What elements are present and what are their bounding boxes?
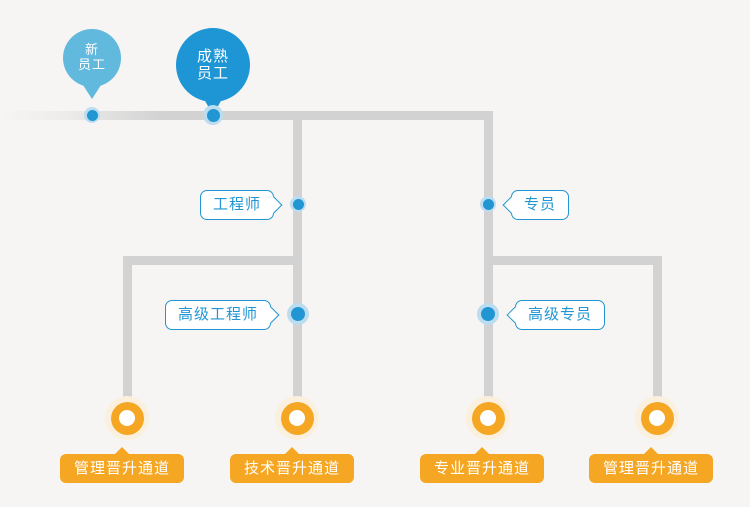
node-dot-senior-engineer[interactable] xyxy=(287,303,309,325)
callout-tail-icon xyxy=(262,306,280,324)
ring-hole xyxy=(649,410,665,426)
channel-pill-label: 专业晋升通道 xyxy=(434,460,531,477)
ring-hole xyxy=(289,410,305,426)
node-dot-core xyxy=(292,198,304,210)
node-dot-engineer[interactable] xyxy=(290,196,306,212)
channel-pill-label: 技术晋升通道 xyxy=(244,460,341,477)
branch-vertical-mgmt-right xyxy=(653,256,662,418)
channel-pill-label: 管理晋升通道 xyxy=(603,460,700,477)
node-dot-new-employee[interactable] xyxy=(84,107,100,123)
role-tag-engineer-label: 工程师 xyxy=(213,196,262,213)
stage-label-new-employee: 新 员工 xyxy=(77,42,106,72)
node-dot-core xyxy=(86,109,98,121)
channel-pill-mgmt-left[interactable]: 管理晋升通道 xyxy=(60,454,185,483)
role-tag-specialist[interactable]: 专员 xyxy=(502,190,570,220)
timeline-top-horizontal xyxy=(0,111,297,120)
node-dot-mature-employee[interactable] xyxy=(203,105,223,125)
role-tag-senior-specialist[interactable]: 高级专员 xyxy=(506,300,606,330)
channel-pill-mgmt-right[interactable]: 管理晋升通道 xyxy=(589,454,714,483)
stage-label-mature-employee: 成熟 员工 xyxy=(196,47,229,82)
stage-balloon-new-employee[interactable]: 新 员工 xyxy=(63,29,121,87)
stage-balloon-mature-employee[interactable]: 成熟 员工 xyxy=(176,28,250,102)
node-dot-core xyxy=(482,198,494,210)
node-dot-core xyxy=(291,307,305,321)
branch-vertical-tech xyxy=(293,111,302,418)
role-tag-senior-engineer-label: 高级工程师 xyxy=(178,306,259,323)
ring-inner xyxy=(110,401,144,435)
node-dot-senior-specialist[interactable] xyxy=(477,303,499,325)
channel-node-mgmt-right[interactable] xyxy=(635,396,679,440)
callout-tail-icon xyxy=(506,306,524,324)
branch-vertical-mgmt-left xyxy=(123,256,132,418)
timeline-top-horizontal-right xyxy=(297,111,491,120)
role-tag-specialist-label: 专员 xyxy=(524,196,557,213)
ring-inner xyxy=(640,401,674,435)
channel-pill-professional[interactable]: 专业晋升通道 xyxy=(420,454,545,483)
ring-hole xyxy=(119,410,135,426)
ring-inner xyxy=(280,401,314,435)
role-tag-engineer[interactable]: 工程师 xyxy=(200,190,283,220)
branch-horizontal-right xyxy=(484,256,659,265)
channel-pill-tech[interactable]: 技术晋升通道 xyxy=(230,454,355,483)
node-dot-core xyxy=(481,307,495,321)
node-dot-core xyxy=(206,108,220,122)
callout-tail-icon xyxy=(502,196,520,214)
node-dot-specialist[interactable] xyxy=(480,196,496,212)
branch-horizontal-left xyxy=(123,256,297,265)
ring-hole xyxy=(480,410,496,426)
role-tag-senior-engineer[interactable]: 高级工程师 xyxy=(165,300,280,330)
channel-node-tech[interactable] xyxy=(275,396,319,440)
channel-node-professional[interactable] xyxy=(466,396,510,440)
channel-node-mgmt-left[interactable] xyxy=(105,396,149,440)
role-tag-senior-specialist-label: 高级专员 xyxy=(528,306,593,323)
callout-tail-icon xyxy=(265,196,283,214)
ring-inner xyxy=(471,401,505,435)
channel-pill-label: 管理晋升通道 xyxy=(74,460,171,477)
